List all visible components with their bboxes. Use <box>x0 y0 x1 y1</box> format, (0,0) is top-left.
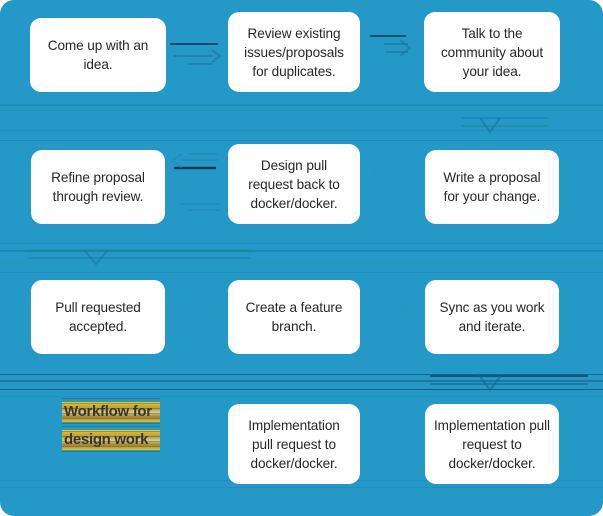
node-refine-proposal[interactable]: Refine proposal through review. <box>31 150 165 224</box>
edge-n8-n9 <box>364 296 422 338</box>
node-label: Create a feature branch. <box>245 300 343 334</box>
caption-line-1-text: Workflow for <box>64 403 152 420</box>
background-artifact <box>0 389 603 390</box>
node-label: Review existing issues/proposals for dup… <box>244 25 344 79</box>
background-artifact <box>0 380 603 382</box>
node-sync-as-you-work[interactable]: Sync as you work and iterate. <box>425 280 559 354</box>
node-label: Refine proposal through review. <box>51 170 145 204</box>
edge-n5-n4 <box>166 148 230 218</box>
node-label: Design pull request back to docker/docke… <box>248 157 340 211</box>
background-artifact <box>0 396 603 397</box>
edge-n7-n8 <box>168 296 226 338</box>
background-artifact <box>0 104 603 106</box>
diagram-caption: Workflow for design work <box>62 398 160 454</box>
background-artifact <box>0 487 603 488</box>
background-artifact <box>0 140 603 141</box>
edge-n11-n10 <box>364 418 426 472</box>
edge-n3-n6 <box>460 104 550 148</box>
node-create-a-feature-branch[interactable]: Create a feature branch. <box>228 280 360 354</box>
background-artifact <box>0 272 603 273</box>
node-write-a-proposal[interactable]: Write a proposal for your change. <box>425 150 559 224</box>
node-implementation-pr-2[interactable]: Implementation pull request to docker/do… <box>425 404 559 484</box>
node-label: Implementation pull request to docker/do… <box>434 417 550 471</box>
background-artifact <box>0 130 603 131</box>
node-label: Talk to the community about your idea. <box>440 25 543 79</box>
node-come-up-with-an-idea[interactable]: Come up with an idea. <box>30 18 166 92</box>
node-label: Come up with an idea. <box>47 38 149 72</box>
background-artifact <box>0 250 603 252</box>
edge-n9-n11 <box>430 366 590 402</box>
node-pull-requested-accepted[interactable]: Pull requested accepted. <box>31 280 165 354</box>
node-review-existing-issues[interactable]: Review existing issues/proposals for dup… <box>228 12 360 92</box>
node-label: Implementation pull request to docker/do… <box>248 417 340 471</box>
caption-line-2: design work <box>62 426 160 454</box>
edge-n1-n2 <box>168 36 228 72</box>
background-artifact <box>0 374 603 375</box>
background-artifact <box>0 262 603 263</box>
node-label: Write a proposal for your change. <box>443 170 541 204</box>
background-artifact <box>0 243 603 244</box>
node-label: Pull requested accepted. <box>55 300 141 334</box>
caption-line-2-text: design work <box>64 431 149 448</box>
node-implementation-pr-1[interactable]: Implementation pull request to docker/do… <box>228 404 360 484</box>
node-talk-to-the-community[interactable]: Talk to the community about your idea. <box>424 12 560 92</box>
caption-line-1: Workflow for <box>62 398 160 426</box>
background-artifact <box>0 110 603 111</box>
edge-n6-n5 <box>364 150 426 204</box>
node-design-pull-request[interactable]: Design pull request back to docker/docke… <box>228 144 360 224</box>
edge-n2-n3 <box>366 28 424 64</box>
node-label: Sync as you work and iterate. <box>439 300 545 334</box>
edge-n4-n7 <box>24 238 254 278</box>
